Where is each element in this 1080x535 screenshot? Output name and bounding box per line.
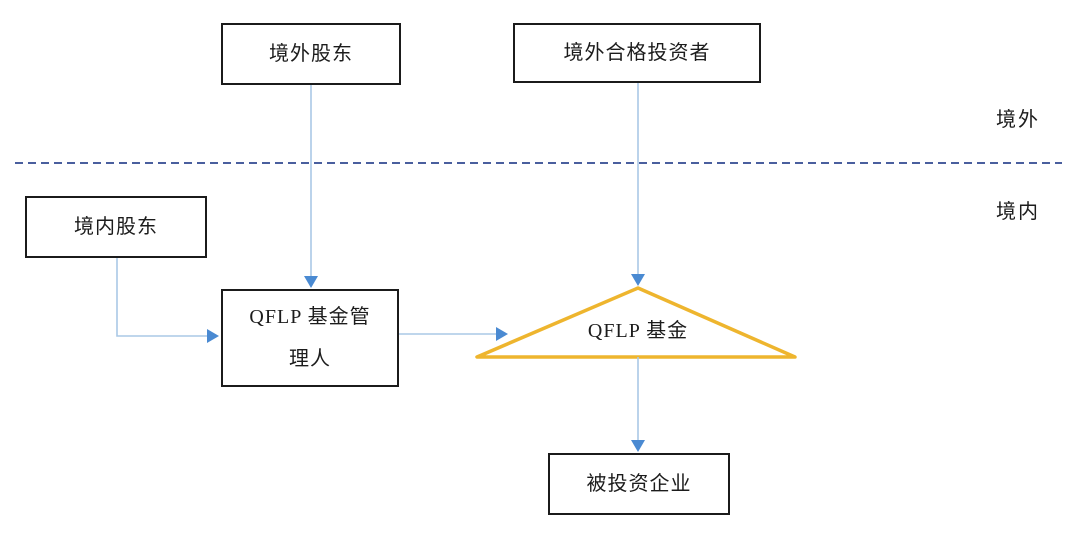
arrowhead-right-icon	[207, 329, 219, 343]
node-overseas-shareholder-label: 境外股东	[269, 42, 353, 65]
arrowhead-down-icon	[631, 274, 645, 286]
node-fund-manager-label-line2: 理人	[289, 348, 331, 370]
arrowhead-right-icon	[496, 327, 508, 341]
node-qualified-investor: 境外合格投资者	[513, 23, 761, 83]
node-domestic-shareholder: 境内股东	[25, 196, 207, 258]
node-investee-label: 被投资企业	[586, 472, 692, 495]
node-fund-manager-label-line1: QFLP 基金管	[249, 306, 371, 328]
node-fund-manager: QFLP 基金管 理人	[221, 289, 399, 387]
node-qualified-investor-label: 境外合格投资者	[563, 41, 711, 64]
node-overseas-shareholder: 境外股东	[221, 23, 401, 85]
arrowhead-down-icon	[631, 440, 645, 452]
node-domestic-shareholder-label: 境内股东	[74, 215, 158, 238]
region-label-overseas: 境外	[996, 109, 1040, 131]
edge-domestic-shareholder-to-fund-manager	[116, 258, 207, 337]
node-fund-label: QFLP 基金	[587, 320, 689, 342]
arrowhead-down-icon	[304, 276, 318, 288]
fund-triangle-shape	[475, 286, 797, 359]
node-investee: 被投资企业	[548, 453, 730, 515]
region-label-domestic: 境内	[996, 201, 1040, 223]
